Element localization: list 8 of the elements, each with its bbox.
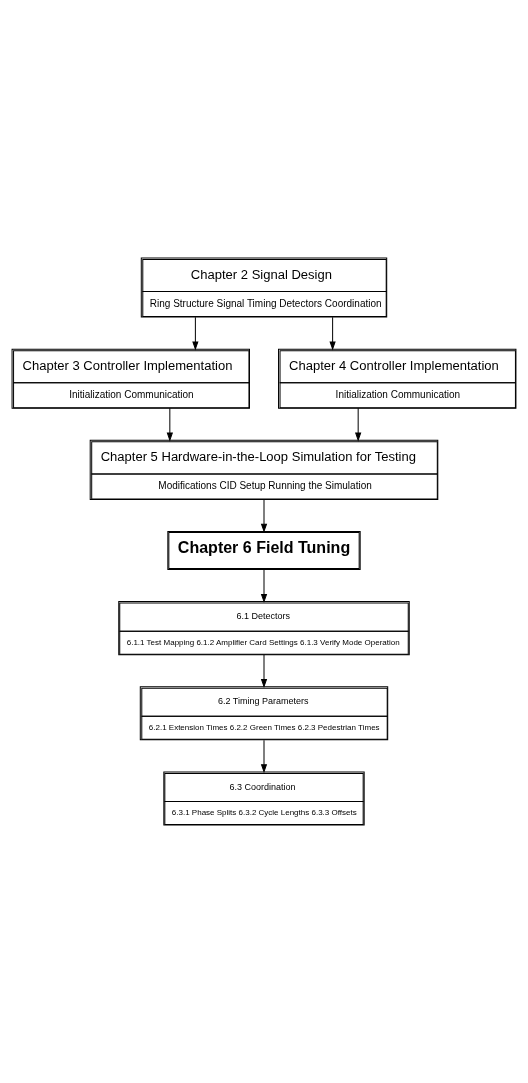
arrow [166,407,173,441]
arrow [261,569,267,603]
arrow [355,407,362,441]
arrow [261,654,267,688]
arrow [261,498,267,532]
arrow [261,739,267,773]
arrow [329,316,336,350]
arrow [192,316,199,350]
